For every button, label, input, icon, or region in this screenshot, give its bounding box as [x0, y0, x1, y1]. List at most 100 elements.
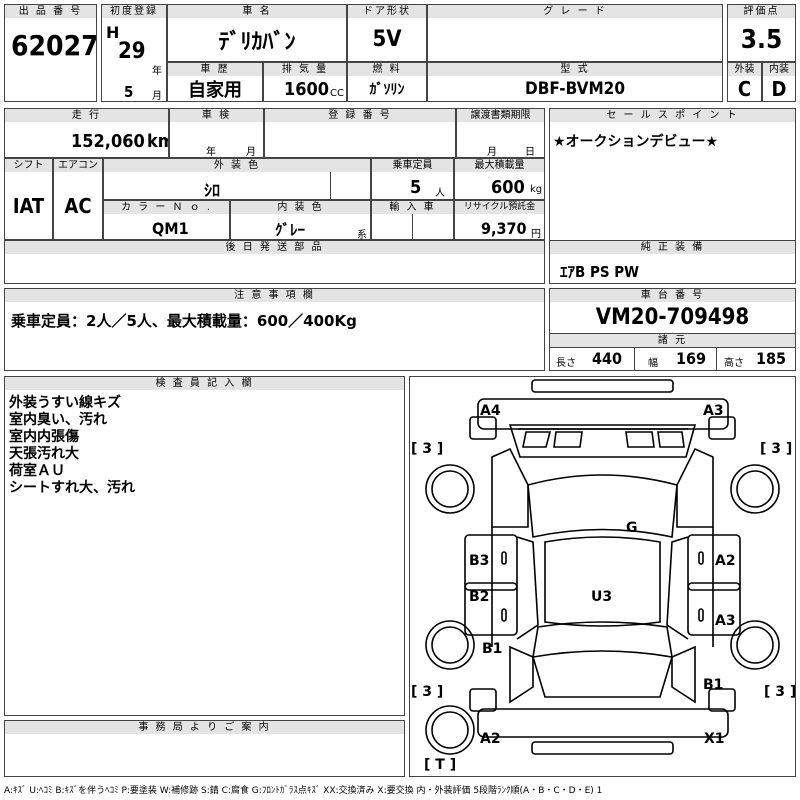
recycle-cell: リサイクル預託金 9,370 円 [454, 200, 545, 240]
grade-cell: グ レ ー ド [427, 4, 723, 62]
mileage-unit: km [147, 131, 168, 152]
mark-right-rear-fender: B1 [703, 677, 724, 693]
inspector-remarks-cell: 検 査 員 記 入 欄 外装うすい線キズ 室内臭い、汚れ 室内内張傷 天張汚れ大… [4, 376, 405, 716]
registration-number-label: 登 録 番 号 [265, 109, 455, 122]
recycle-unit: 円 [531, 229, 541, 240]
door-type-label: ドア形状 [348, 5, 426, 18]
door-type-cell: ドア形状 5V [347, 4, 427, 62]
exterior-grade: C [737, 76, 752, 101]
color-number-label: カ ラ ー Ｎ ｏ . [104, 201, 229, 214]
exterior-color-cell: 外 装 色 ｼﾛ [103, 158, 371, 200]
notes-label: 注 意 事 項 欄 [5, 289, 544, 302]
shift: IAT [12, 193, 45, 218]
remark-line: シートすれ大、汚れ [9, 480, 135, 496]
mileage-cell: 走 行 152,060 km [4, 108, 169, 158]
height: 185 [756, 349, 787, 368]
mark-right-rear-door: A3 [715, 613, 736, 629]
history-label: 車 歴 [168, 63, 262, 76]
mileage-label: 走 行 [5, 109, 168, 122]
damage-diagram-cell: A4 A3 G B3 A2 B2 U3 A3 B1 B1 A2 X1 [ 3 ]… [409, 376, 796, 777]
mark-right-front-door: A2 [715, 553, 736, 569]
exterior-grade-label: 外装 [728, 63, 761, 76]
model-code-cell: 型 式 DBF-BVM20 [427, 62, 723, 102]
import-label: 輸 入 車 [372, 201, 453, 214]
spec-divider-2 [716, 347, 717, 370]
mark-rear-left: A2 [480, 731, 501, 747]
model-code: DBF-BVM20 [525, 78, 625, 99]
chassis-number-label: 車 台 番 号 [550, 289, 795, 302]
era: H [106, 23, 120, 42]
chassis-number: VM20-709498 [595, 304, 750, 330]
score-label: 評価点 [728, 5, 795, 18]
mark-left-rear-fender: B1 [482, 641, 503, 657]
fuel-label: 燃 料 [348, 63, 426, 76]
length: 440 [592, 349, 623, 368]
transfer-deadline-cell: 譲渡書類期限 月 日 [456, 108, 545, 158]
chassis-cell: 車 台 番 号 VM20-709498 諸 元 長さ 440 幅 169 高さ … [549, 288, 796, 371]
registration-year: 29 [118, 39, 146, 64]
exterior-grade-cell: 外装 C [727, 62, 762, 102]
car-name: ﾃﾞﾘｶﾊﾞﾝ [218, 29, 296, 55]
width: 169 [676, 349, 707, 368]
displacement: 1600 [284, 79, 330, 100]
interior-grade-label: 内装 [763, 63, 795, 76]
mark-windshield: G [626, 520, 638, 536]
mark-left-rear-door: B2 [469, 589, 490, 605]
first-registration-cell: 初度登録 H 29 年 5 月 [101, 4, 167, 102]
max-load: 600 [491, 177, 525, 198]
sales-point-cell: セ ー ル ス ポ イ ン ト ★オークションデビュー★ [549, 108, 796, 253]
first-registration-label: 初度登録 [102, 5, 166, 18]
office-notes-cell: 事 務 局 よ り ご 案 内 [4, 720, 405, 777]
import-cell: 輸 入 車 [371, 200, 454, 240]
genuine-equipment-label: 純 正 装 備 [550, 241, 795, 254]
exterior-color: ｼﾛ [204, 181, 221, 200]
fuel-cell: 燃 料 ｶﾞｿﾘﾝ [347, 62, 427, 102]
interior-color: ｸﾞﾚｰ [275, 221, 306, 239]
mark-front-left: A4 [480, 403, 501, 419]
remark-line: 荷室ＡＵ [9, 463, 65, 479]
exterior-color-label: 外 装 色 [104, 159, 370, 172]
model-code-label: 型 式 [428, 63, 722, 76]
displacement-unit: CC [330, 88, 344, 99]
remark-line: 室内臭い、汚れ [9, 412, 107, 428]
capacity: 5 [410, 177, 422, 198]
exterior-color-divider [330, 172, 331, 199]
lot-number-label: 出 品 番 号 [5, 5, 96, 18]
remark-line: 室内内張傷 [9, 429, 79, 445]
mileage: 152,060 [71, 131, 145, 152]
interior-color-cell: 内 装 色 ｸﾞﾚｰ 系 [230, 200, 371, 240]
shift-cell: シフト IAT [4, 158, 53, 240]
interior-color-suffix: 系 [357, 230, 367, 240]
notes: 乗車定員：2人／5人、最大積載量：600／400Kg [11, 312, 357, 330]
inspector-remarks-list: 外装うすい線キズ 室内臭い、汚れ 室内内張傷 天張汚れ大 荷室ＡＵ シートすれ大… [9, 395, 135, 497]
color-number-cell: カ ラ ー Ｎ ｏ . QM1 [103, 200, 230, 240]
score-cell: 評価点 3.5 [727, 4, 796, 62]
inspector-remarks-label: 検 査 員 記 入 欄 [5, 377, 404, 390]
car-name-cell: 車 名 ﾃﾞﾘｶﾊﾞﾝ [167, 4, 347, 62]
inspection-month-unit: 月 [246, 147, 256, 158]
mark-front-right: A3 [703, 403, 724, 419]
mark-left-front-door: B3 [469, 553, 490, 569]
aircon-cell: エアコン AC [53, 158, 103, 240]
tire-rear-left: [ 3 ] [411, 684, 444, 700]
year-unit: 年 [152, 66, 162, 77]
inspection-label: 車 検 [170, 109, 263, 122]
max-load-label: 最大積載量 [455, 159, 544, 172]
month-unit: 月 [152, 91, 162, 102]
length-label: 長さ [556, 358, 576, 369]
max-load-cell: 最大積載量 600 kg [454, 158, 545, 200]
history-cell: 車 歴 自家用 [167, 62, 263, 102]
specs-label: 諸 元 [550, 333, 795, 348]
tire-front-left: [ 3 ] [411, 441, 444, 457]
transfer-month-unit: 月 [487, 147, 497, 158]
later-parts-label: 後 日 発 送 部 品 [5, 241, 544, 254]
sales-point: ★オークションデビュー★ [553, 134, 719, 150]
color-number: QM1 [152, 219, 189, 238]
remark-line: 天張汚れ大 [9, 446, 79, 462]
history: 自家用 [188, 79, 242, 101]
transfer-deadline-label: 譲渡書類期限 [457, 109, 544, 122]
import-divider [412, 214, 413, 239]
capacity-cell: 乗車定員 5 人 [371, 158, 454, 200]
damage-legend: A:ｷｽﾞ U:ﾍｺﾐ B:ｷｽﾞを伴うﾍｺﾐ P:要塗装 W:補修跡 S:錆 … [4, 786, 603, 796]
notes-cell: 注 意 事 項 欄 乗車定員：2人／5人、最大積載量：600／400Kg [4, 288, 545, 371]
